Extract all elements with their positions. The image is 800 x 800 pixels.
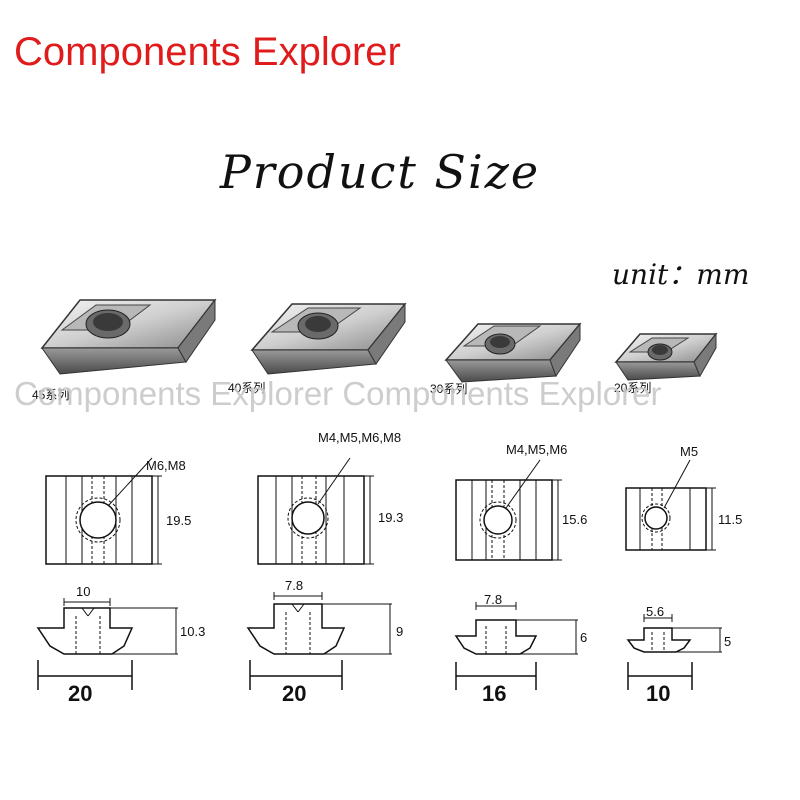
width-dim-40: 20 xyxy=(282,681,306,706)
unit-label: unit：mm xyxy=(612,258,750,291)
profile-height-30: 6 xyxy=(580,630,587,645)
profile-height-40: 9 xyxy=(396,624,403,639)
height-dim-20: 11.5 xyxy=(718,512,742,527)
series-label-45: 45系列 xyxy=(32,388,69,402)
series-40-group: 40系列 M4,M5,M6,M8 19.3 xyxy=(228,302,407,706)
width-dim-45: 20 xyxy=(68,681,92,706)
slot-dim-20: 5.6 xyxy=(646,604,664,619)
series-30-group: 30系列 M4,M5,M6 15.6 xyxy=(430,322,587,706)
thread-label-20: M5 xyxy=(680,444,698,459)
slot-dim-45: 10 xyxy=(76,584,90,599)
side-profile-30 xyxy=(454,602,578,690)
nut-photo-30 xyxy=(444,322,582,383)
brand-title: Components Explorer xyxy=(14,30,401,74)
top-view-30 xyxy=(455,459,562,561)
top-view-20 xyxy=(625,459,716,551)
watermark-text: Components Explorer Components Explorer xyxy=(14,375,662,412)
nut-photo-20 xyxy=(614,332,718,381)
profile-height-20: 5 xyxy=(724,634,731,649)
thread-label-40: M4,M5,M6,M8 xyxy=(318,430,401,445)
series-label-40: 40系列 xyxy=(228,381,265,395)
series-45-group: 45系列 M6,M8 19.5 xyxy=(32,298,217,706)
side-profile-20 xyxy=(626,614,722,690)
profile-height-45: 10.3 xyxy=(180,624,205,639)
slot-dim-30: 7.8 xyxy=(484,592,502,607)
series-20-group: 20系列 M5 11.5 xyxy=(614,332,742,706)
thread-label-45: M6,M8 xyxy=(146,458,186,473)
thread-label-30: M4,M5,M6 xyxy=(506,442,567,457)
width-dim-20: 10 xyxy=(646,681,670,706)
side-profile-45 xyxy=(36,598,178,690)
height-dim-45: 19.5 xyxy=(166,513,191,528)
top-view-45 xyxy=(45,457,162,565)
height-dim-40: 19.3 xyxy=(378,510,403,525)
series-label-30: 30系列 xyxy=(430,382,467,396)
slot-dim-40: 7.8 xyxy=(285,578,303,593)
series-label-20: 20系列 xyxy=(614,381,651,395)
side-profile-40 xyxy=(246,592,392,690)
nut-photo-40 xyxy=(250,302,407,375)
top-view-40 xyxy=(257,457,374,565)
product-size-heading: Product Size xyxy=(219,145,541,199)
nut-photo-45 xyxy=(40,298,217,375)
height-dim-30: 15.6 xyxy=(562,512,587,527)
width-dim-30: 16 xyxy=(482,681,506,706)
